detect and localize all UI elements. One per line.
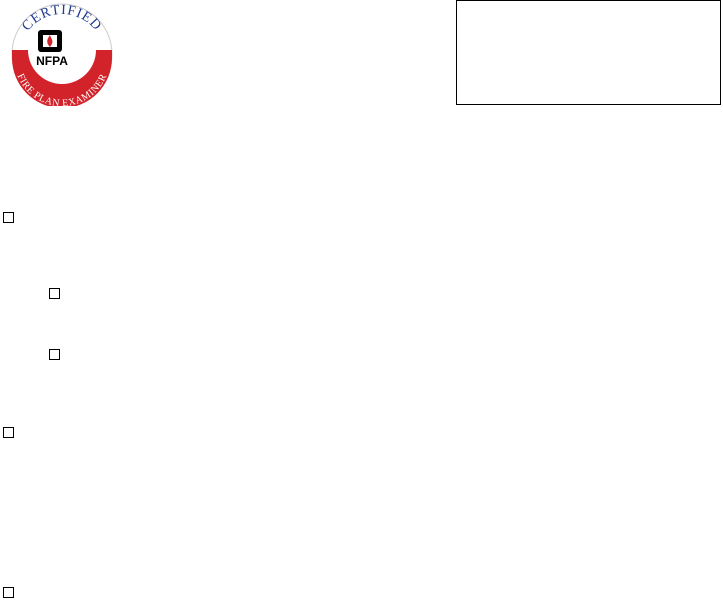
checkbox-1[interactable] (3, 212, 14, 223)
svg-text:NFPA: NFPA (36, 54, 68, 68)
certified-fire-plan-examiner-logo: CERTIFIED FIRE PLAN EXAMINER NFPA (0, 0, 120, 109)
checkbox-1b[interactable] (49, 349, 60, 360)
checkbox-3[interactable] (3, 587, 14, 598)
checkbox-1a[interactable] (49, 288, 60, 299)
checkbox-2[interactable] (3, 427, 14, 438)
stamp-box (456, 0, 721, 105)
